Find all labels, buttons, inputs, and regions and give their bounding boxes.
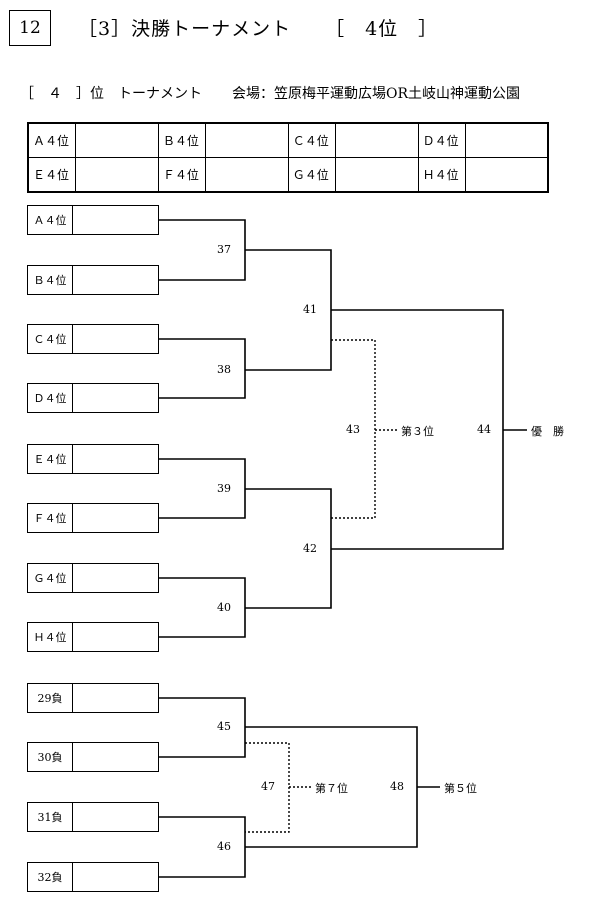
team-slot-b[interactable]: Ｂ４位 (27, 265, 159, 295)
bracket-line-45 (158, 697, 246, 758)
match-number-42: 42 (303, 542, 317, 555)
team-label: Ｄ４位 (28, 384, 73, 412)
match-number-47: 47 (261, 780, 275, 793)
team-label: Ａ４位 (28, 206, 73, 234)
entry-label: Ｄ４位 (417, 122, 466, 158)
match-number-44: 44 (477, 423, 491, 436)
seventh-place-label: 第７位 (315, 782, 348, 795)
champion-label: 優 勝 (531, 425, 564, 438)
team-label: Ｈ４位 (28, 623, 73, 651)
team-label: Ｅ４位 (28, 445, 73, 473)
third-place-label: 第３位 (401, 425, 434, 438)
match-number-39: 39 (217, 482, 231, 495)
team-slot-31[interactable]: 31負 (27, 802, 159, 832)
match-number-37: 37 (217, 243, 231, 256)
team-slot-d[interactable]: Ｄ４位 (27, 383, 159, 413)
entry-label: Ａ４位 (27, 122, 76, 158)
match-number-41: 41 (303, 303, 317, 316)
entry-name-cell[interactable] (334, 157, 419, 193)
title-place: ［ 4位 ］ (325, 18, 439, 40)
team-slot-32[interactable]: 32負 (27, 862, 159, 892)
bracket-line-38 (158, 338, 246, 399)
team-label: Ｇ４位 (28, 564, 73, 592)
team-slot-h[interactable]: Ｈ４位 (27, 622, 159, 652)
entry-name-cell[interactable] (204, 157, 289, 193)
match-number-48: 48 (390, 780, 404, 793)
team-label: Ｆ４位 (28, 504, 73, 532)
bracket-line-41 (245, 249, 332, 371)
team-slot-29[interactable]: 29負 (27, 683, 159, 713)
team-label: 29負 (28, 684, 73, 712)
match-number-46: 46 (217, 840, 231, 853)
bracket-line-39 (158, 458, 246, 519)
bracket-line-40 (158, 577, 246, 638)
venue-label: 会場：笠原梅平運動広場OR土岐山神運動公園 (232, 86, 521, 102)
team-slot-g[interactable]: Ｇ４位 (27, 563, 159, 593)
team-label: Ｂ４位 (28, 266, 73, 294)
match-number-45: 45 (217, 720, 231, 733)
entry-label: Ｆ４位 (157, 157, 206, 193)
team-label: 30負 (28, 743, 73, 771)
team-slot-30[interactable]: 30負 (27, 742, 159, 772)
entry-name-cell[interactable] (75, 157, 159, 193)
entry-label: Ｈ４位 (417, 157, 466, 193)
match-number-43: 43 (346, 423, 360, 436)
entry-row: Ｅ４位 Ｆ４位 Ｇ４位 Ｈ４位 (27, 157, 549, 193)
bracket-line-42 (245, 488, 332, 609)
page-title: ［3］決勝トーナメント ［ 4位 ］ (78, 14, 438, 41)
team-slot-e[interactable]: Ｅ４位 (27, 444, 159, 474)
page-number: 12 (9, 10, 51, 46)
rank-label: ［ ４ ］位 トーナメント (20, 86, 202, 102)
entry-label: Ｇ４位 (287, 157, 336, 193)
bracket-line-43 (331, 339, 376, 519)
entry-name-cell[interactable] (464, 122, 549, 158)
entry-name-cell[interactable] (464, 157, 549, 193)
team-slot-c[interactable]: Ｃ４位 (27, 324, 159, 354)
bracket-line-46 (158, 816, 246, 878)
tournament-subheader: ［ ４ ］位 トーナメント 会場：笠原梅平運動広場OR土岐山神運動公園 (20, 83, 520, 103)
team-slot-f[interactable]: Ｆ４位 (27, 503, 159, 533)
entry-table: Ａ４位 Ｂ４位 Ｃ４位 Ｄ４位 Ｅ４位 Ｆ４位 Ｇ４位 Ｈ４位 (27, 122, 549, 193)
match-number-40: 40 (217, 601, 231, 614)
team-label: Ｃ４位 (28, 325, 73, 353)
match-number-38: 38 (217, 363, 231, 376)
fifth-place-label: 第５位 (444, 782, 477, 795)
team-label: 32負 (28, 863, 73, 891)
title-text: ［3］決勝トーナメント (78, 18, 292, 40)
bracket-line-37 (158, 219, 246, 281)
team-slot-a[interactable]: Ａ４位 (27, 205, 159, 235)
team-label: 31負 (28, 803, 73, 831)
